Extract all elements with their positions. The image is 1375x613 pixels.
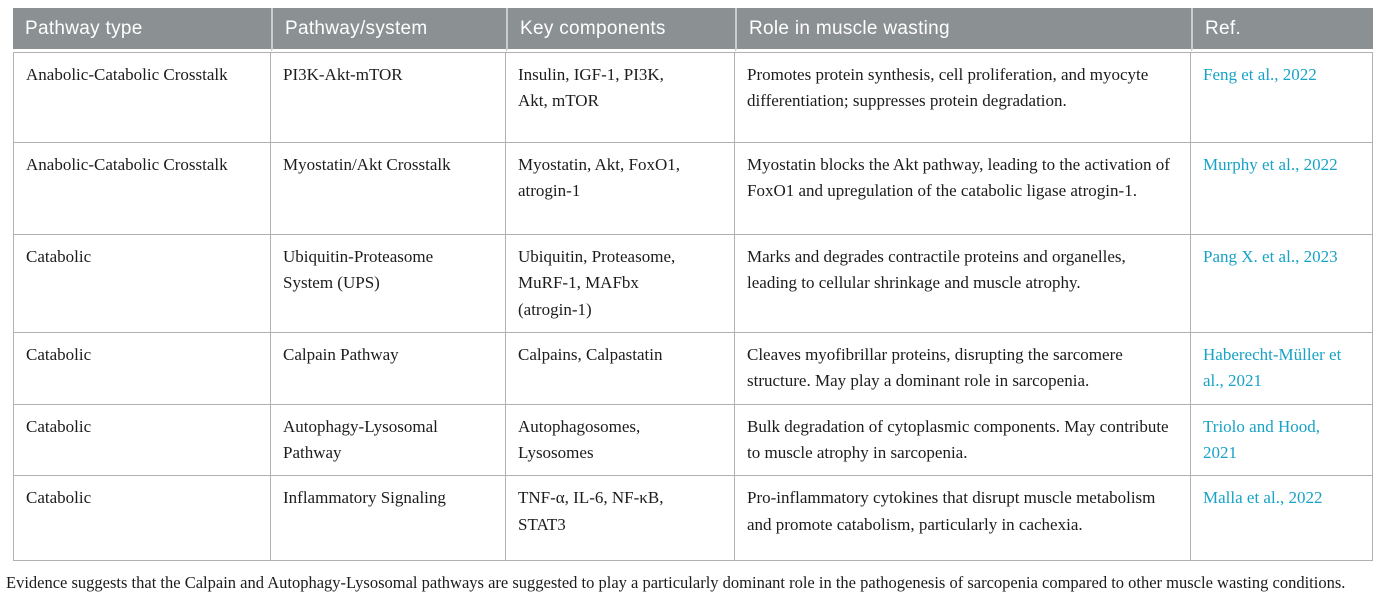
pathway-type-cell: Catabolic: [13, 476, 271, 562]
key-components-cell: TNF-α, IL-6, NF-κB, STAT3: [506, 476, 735, 562]
col-header-ref: Ref.: [1191, 8, 1373, 52]
ref-cell: Triolo and Hood, 2021: [1191, 404, 1373, 477]
key-components-cell: Calpains, Calpastatin: [506, 333, 735, 405]
reference-link[interactable]: Feng et al., 2022: [1203, 65, 1317, 84]
table-footnote: Evidence suggests that the Calpain and A…: [6, 573, 1346, 593]
col-header-key-components: Key components: [506, 8, 735, 52]
pathway-type-cell: Catabolic: [13, 235, 271, 334]
role-cell: Cleaves myofibrillar proteins, disruptin…: [735, 333, 1191, 405]
reference-link[interactable]: Triolo and Hood, 2021: [1203, 416, 1320, 463]
ref-cell: Haberecht-Müller et al., 2021: [1191, 333, 1373, 405]
pathway-system-cell: Calpain Pathway: [271, 333, 506, 405]
pathway-type-cell: Catabolic: [13, 333, 271, 405]
header-row: Pathway type Pathway/system Key componen…: [13, 8, 1373, 52]
muscle-wasting-pathways-table: Pathway type Pathway/system Key componen…: [13, 8, 1373, 562]
col-header-pathway-type: Pathway type: [13, 8, 271, 52]
ref-cell: Murphy et al., 2022: [1191, 143, 1373, 235]
col-header-pathway-system: Pathway/system: [271, 8, 506, 52]
role-cell: Bulk degradation of cytoplasmic componen…: [735, 404, 1191, 477]
ref-cell: Feng et al., 2022: [1191, 52, 1373, 143]
pathway-system-cell: Myostatin/Akt Crosstalk: [271, 143, 506, 235]
reference-link[interactable]: Murphy et al., 2022: [1203, 155, 1338, 174]
role-cell: Marks and degrades contractile proteins …: [735, 235, 1191, 334]
key-components-cell: Ubiquitin, Proteasome, MuRF-1, MAFbx (at…: [506, 235, 735, 334]
pathway-system-cell: Inflammatory Signaling: [271, 476, 506, 562]
key-components-cell: Insulin, IGF-1, PI3K, Akt, mTOR: [506, 52, 735, 143]
ref-cell: Pang X. et al., 2023: [1191, 235, 1373, 334]
table-figure: Pathway type Pathway/system Key componen…: [6, 8, 1373, 593]
role-cell: Myostatin blocks the Akt pathway, leadin…: [735, 143, 1191, 235]
pathway-system-cell: Ubiquitin-Proteasome System (UPS): [271, 235, 506, 334]
key-components-cell: Autophagosomes, Lysosomes: [506, 404, 735, 477]
pathway-type-cell: Anabolic-Catabolic Crosstalk: [13, 52, 271, 143]
role-cell: Promotes protein synthesis, cell prolife…: [735, 52, 1191, 143]
role-cell: Pro-inflammatory cytokines that disrupt …: [735, 476, 1191, 562]
pathway-system-cell: Autophagy-Lysosomal Pathway: [271, 404, 506, 477]
key-components-cell: Myostatin, Akt, FoxO1, atrogin-1: [506, 143, 735, 235]
pathway-type-cell: Catabolic: [13, 404, 271, 477]
reference-link[interactable]: Malla et al., 2022: [1203, 488, 1323, 508]
reference-link[interactable]: Haberecht-Müller et al., 2021: [1203, 345, 1342, 391]
pathway-type-cell: Anabolic-Catabolic Crosstalk: [13, 143, 271, 235]
reference-link[interactable]: Pang X. et al., 2023: [1203, 247, 1338, 266]
col-header-role: Role in muscle wasting: [735, 8, 1191, 52]
pathway-system-cell: PI3K-Akt-mTOR: [271, 52, 506, 143]
ref-cell: Malla et al., 2022: [1191, 476, 1373, 562]
